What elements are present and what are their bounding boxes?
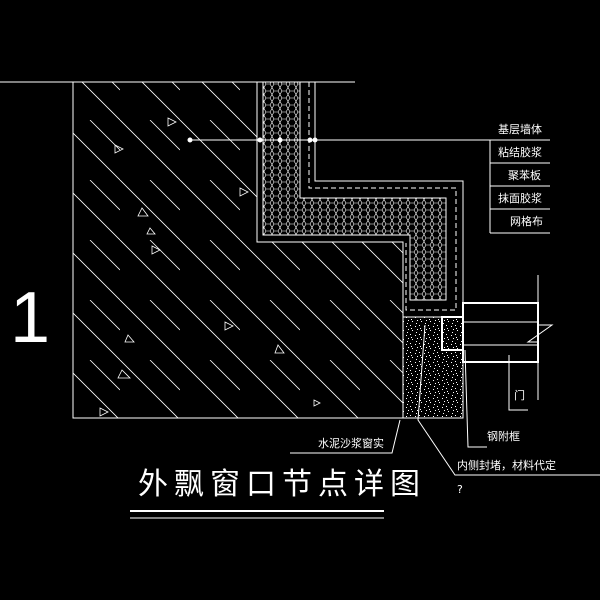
label-eps-board: 聚苯板 (508, 169, 541, 182)
label-base-wall: 基层墙体 (498, 123, 542, 136)
window-frame (441, 275, 554, 411)
drawing-title: 外飘窗口节点详图 (138, 467, 426, 502)
mortar-fill (402, 316, 464, 419)
label-finish-mortar: 抹面胶浆 (498, 192, 542, 205)
finish-line (314, 82, 464, 303)
label-inner-seal: 内侧封堵，材料代定 (457, 459, 556, 472)
mesh-dashed-line (308, 82, 457, 311)
label-adhesive: 粘结胶浆 (498, 146, 542, 159)
concrete-wall (72, 81, 404, 419)
label-steel-frame: 钢附框 (487, 430, 520, 443)
label-door: 门 (514, 389, 525, 402)
eps-insulation (262, 81, 447, 301)
label-mortar: 水泥沙浆窗实 (318, 437, 384, 450)
detail-number: 1 (10, 278, 51, 358)
label-question: ? (457, 483, 463, 496)
leader-lines (130, 137, 600, 519)
label-mesh: 网格布 (510, 215, 543, 228)
